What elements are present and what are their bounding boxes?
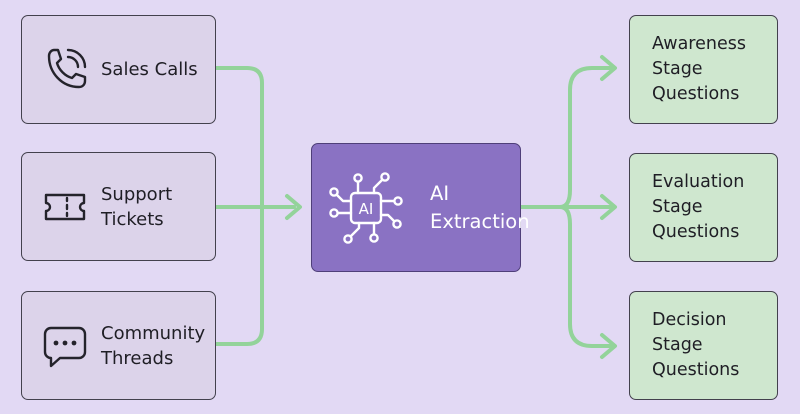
ai-extraction-node: AI AI Extraction (311, 143, 530, 272)
arrow-to-decision (600, 333, 617, 359)
output-evaluation: Evaluation Stage Questions (629, 153, 778, 262)
output-awareness: Awareness Stage Questions (629, 15, 778, 124)
output-label: Awareness Stage Questions (652, 34, 746, 104)
center-label: AI Extraction (430, 181, 530, 233)
arrow-to-awareness (600, 55, 617, 81)
connector-community-threads (214, 205, 264, 346)
source-label: Support Tickets (101, 183, 173, 230)
source-sales-calls: Sales Calls (21, 15, 216, 124)
connector-sales-calls (214, 66, 264, 209)
output-decision: Decision Stage Questions (629, 291, 778, 400)
source-community-threads: Community Threads (21, 291, 216, 400)
ticket-icon (44, 193, 86, 220)
chip-text: AI (359, 200, 374, 218)
output-label: Evaluation Stage Questions (652, 172, 745, 242)
source-support-tickets: Support Tickets (21, 152, 216, 261)
source-label: Community Threads (101, 322, 206, 369)
arrow-into-extraction (285, 194, 302, 220)
phone-icon (47, 48, 87, 88)
source-label: Sales Calls (101, 59, 198, 80)
chat-bubble-icon (43, 326, 87, 367)
connector-to-decision (558, 205, 614, 348)
connector-to-awareness (558, 66, 614, 209)
arrow-to-evaluation (600, 194, 617, 220)
ai-chip-icon: AI (329, 171, 403, 244)
output-label: Decision Stage Questions (652, 310, 740, 380)
